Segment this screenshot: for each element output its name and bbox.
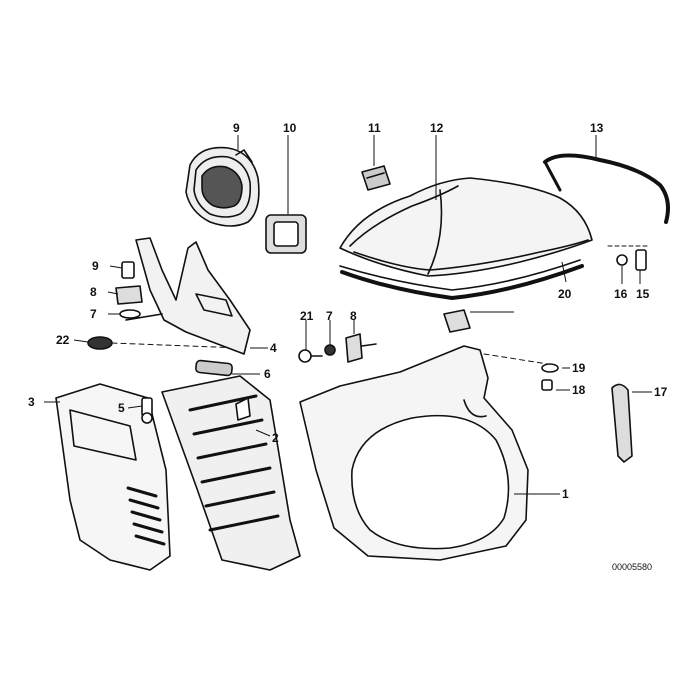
part-17-edge-strip xyxy=(611,383,633,463)
part-14-trim-strip xyxy=(543,153,670,224)
part-5-screw xyxy=(141,397,153,424)
callout-13: 12 xyxy=(430,121,444,135)
parts-18-19-clip xyxy=(483,353,559,391)
callout-7a: 7 xyxy=(90,307,97,321)
part-4-bracket xyxy=(125,237,251,355)
part-2-grille xyxy=(161,375,301,571)
parts-21-7-8-center-hardware xyxy=(298,333,377,363)
part-13-fairing-top xyxy=(339,177,593,277)
callout-12: 11 xyxy=(368,121,381,135)
callout-21: 21 xyxy=(300,309,314,323)
callout-4: 4 xyxy=(270,341,277,355)
part-6-rubber-bar xyxy=(195,359,233,377)
callout-14: 13 xyxy=(590,121,604,135)
callout-labels: 9 10 11 12 13 9 8 7 22 4 6 3 5 2 21 7 8 … xyxy=(28,121,668,572)
callout-1: 1 xyxy=(562,487,569,501)
callout-18: 18 xyxy=(572,383,586,397)
part-11-grommet xyxy=(265,214,307,254)
callout-19: 19 xyxy=(572,361,586,375)
callout-15: 15 xyxy=(636,287,650,301)
parts-7-8-9-22-hardware xyxy=(87,261,241,350)
callout-9: 9 xyxy=(92,259,99,273)
leader-lines xyxy=(44,135,652,495)
callout-5: 5 xyxy=(118,401,125,415)
part-12-badge xyxy=(361,165,391,191)
callout-10: 9 xyxy=(233,121,240,135)
callout-20: 20 xyxy=(558,287,572,301)
callout-7b: 7 xyxy=(326,309,333,323)
callout-8b: 8 xyxy=(350,309,357,323)
part-15-16-screw-washer xyxy=(607,245,651,271)
callout-11: 10 xyxy=(283,121,297,135)
part-3-side-panel xyxy=(55,383,171,571)
part-1-fairing-shell xyxy=(299,345,529,561)
part-10-intake-boot xyxy=(185,146,260,227)
part-clip xyxy=(443,309,471,333)
reference-number: 00005580 xyxy=(612,562,652,572)
part-20-seal xyxy=(339,259,584,300)
callout-22: 22 xyxy=(56,333,70,347)
callout-16: 16 xyxy=(614,287,628,301)
callout-2: 2 xyxy=(272,431,279,445)
callout-3: 3 xyxy=(28,395,35,409)
callout-6: 6 xyxy=(264,367,271,381)
callout-17: 17 xyxy=(654,385,668,399)
callout-8a: 8 xyxy=(90,285,97,299)
